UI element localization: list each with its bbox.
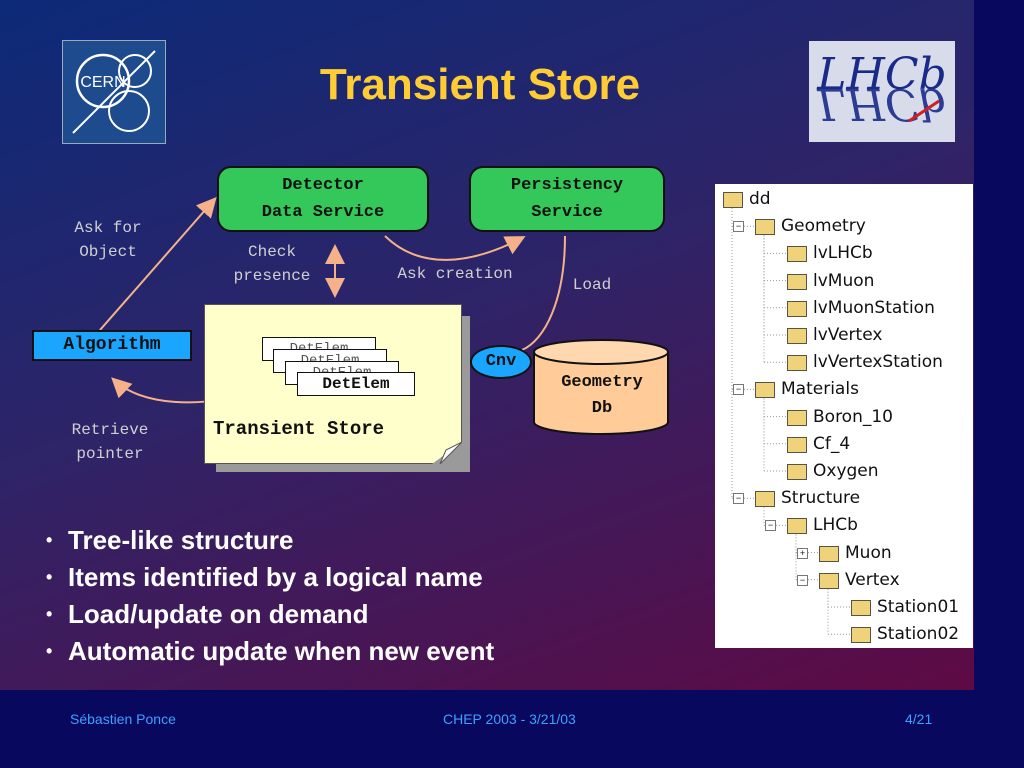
- tree-item-label[interactable]: lvVertex: [813, 325, 883, 345]
- tree-item-label[interactable]: LHCb: [813, 515, 858, 536]
- transient-store-label: Transient Store: [213, 418, 385, 440]
- label-retrieve-pointer-line1: Retrieve: [71, 421, 149, 439]
- label-ask-creation: Ask creation: [397, 265, 513, 283]
- folder-icon: [787, 273, 807, 290]
- label-retrieve-pointer: Retrieve pointer: [48, 418, 172, 466]
- right-border: [974, 0, 1024, 768]
- detector-data-service-line2: Data Service: [261, 203, 385, 222]
- folder-icon: [819, 545, 839, 562]
- folder-icon: [755, 491, 775, 508]
- tree-item-label[interactable]: Geometry: [781, 216, 866, 237]
- lhcb-logo-text: LHCb: [816, 49, 946, 100]
- detector-data-service: Detector Data Service: [217, 166, 429, 232]
- persistency-service: Persistency Service: [469, 166, 665, 232]
- tree-item-label[interactable]: lvMuon: [813, 270, 875, 291]
- detelem-card-front: DetElem: [297, 372, 415, 396]
- lhcb-logo-mirror: LHCb: [816, 78, 946, 129]
- folder-icon: [787, 518, 807, 535]
- folder-icon: [787, 355, 807, 372]
- lhcb-logo: LHCb LHCb: [809, 41, 955, 142]
- tree-expand-icon[interactable]: +: [797, 547, 808, 559]
- tree-collapse-icon[interactable]: −: [733, 493, 744, 505]
- tree-item-label[interactable]: lvVertexStation: [813, 352, 943, 373]
- folder-icon: [851, 627, 871, 644]
- bullet-item: Tree-like structure: [46, 522, 494, 559]
- folder-icon: [755, 382, 775, 399]
- folder-icon: [723, 192, 743, 208]
- tree-item-label[interactable]: Muon: [845, 542, 892, 563]
- folder-icon: [787, 436, 807, 453]
- footer-page: 4/21: [905, 711, 933, 727]
- tree-item-label[interactable]: Cf_4: [813, 433, 851, 454]
- label-ask-for-object-line2: Object: [79, 243, 137, 261]
- folder-icon: [851, 600, 871, 616]
- tree-item-label[interactable]: dd: [749, 189, 771, 209]
- tree-item-label[interactable]: lvLHCb: [813, 243, 873, 264]
- label-check-presence: Check presence: [216, 240, 328, 288]
- bullet-item: Items identified by a logical name: [46, 559, 494, 596]
- tree-item-label[interactable]: Station01: [877, 597, 960, 617]
- bullet-item: Automatic update when new event: [46, 633, 494, 670]
- detector-data-service-line1: Detector: [282, 176, 364, 195]
- page-fold-icon: [432, 442, 462, 464]
- tree-collapse-icon[interactable]: −: [797, 574, 808, 586]
- tree-item-label[interactable]: Oxygen: [813, 461, 879, 481]
- persistency-service-line1: Persistency: [510, 176, 624, 195]
- label-retrieve-pointer-line2: pointer: [76, 445, 144, 463]
- tree-collapse-icon[interactable]: −: [733, 384, 744, 396]
- tree-collapse-icon[interactable]: −: [733, 221, 744, 233]
- tree-item-label[interactable]: Materials: [781, 379, 859, 400]
- geometry-db-label: Geometry Db: [534, 370, 670, 422]
- tree-item-label[interactable]: Structure: [781, 488, 861, 509]
- geometry-db-line2: Db: [591, 399, 613, 418]
- folder-icon: [819, 572, 839, 589]
- folder-icon: [787, 464, 807, 480]
- folder-icon: [787, 328, 807, 344]
- tree-item-label[interactable]: Station02: [877, 624, 960, 645]
- bullet-list: Tree-like structure Items identified by …: [46, 522, 494, 670]
- geometry-db-cylinder: [533, 339, 669, 435]
- folder-icon: [755, 219, 775, 236]
- bullet-item: Load/update on demand: [46, 596, 494, 633]
- folder-icon: [787, 246, 807, 263]
- tree-item-label[interactable]: lvMuonStation: [813, 297, 935, 318]
- label-check-presence-line2: presence: [233, 267, 311, 285]
- footer-bar: [0, 690, 974, 768]
- converter-node: Cnv: [470, 345, 532, 379]
- footer-event: CHEP 2003 - 3/21/03: [443, 711, 576, 727]
- tree-collapse-icon[interactable]: −: [765, 520, 776, 532]
- persistency-service-line2: Service: [531, 203, 603, 222]
- folder-icon: [787, 300, 807, 317]
- tree-item-label[interactable]: Vertex: [845, 569, 900, 590]
- cern-logo: CERN: [62, 40, 166, 144]
- label-ask-for-object: Ask for Object: [48, 216, 168, 264]
- footer-author: Sébastien Ponce: [70, 711, 176, 727]
- geometry-db-line1: Geometry: [561, 373, 643, 392]
- cern-logo-text: CERN: [80, 74, 125, 91]
- label-ask-for-object-line1: Ask for: [74, 219, 142, 237]
- label-check-presence-line1: Check: [247, 243, 296, 261]
- folder-icon: [787, 409, 807, 426]
- page-title: Transient Store: [319, 60, 641, 109]
- tree-item-label[interactable]: Boron_10: [813, 406, 893, 427]
- algorithm-box: Algorithm: [32, 330, 192, 361]
- label-load: Load: [572, 276, 612, 294]
